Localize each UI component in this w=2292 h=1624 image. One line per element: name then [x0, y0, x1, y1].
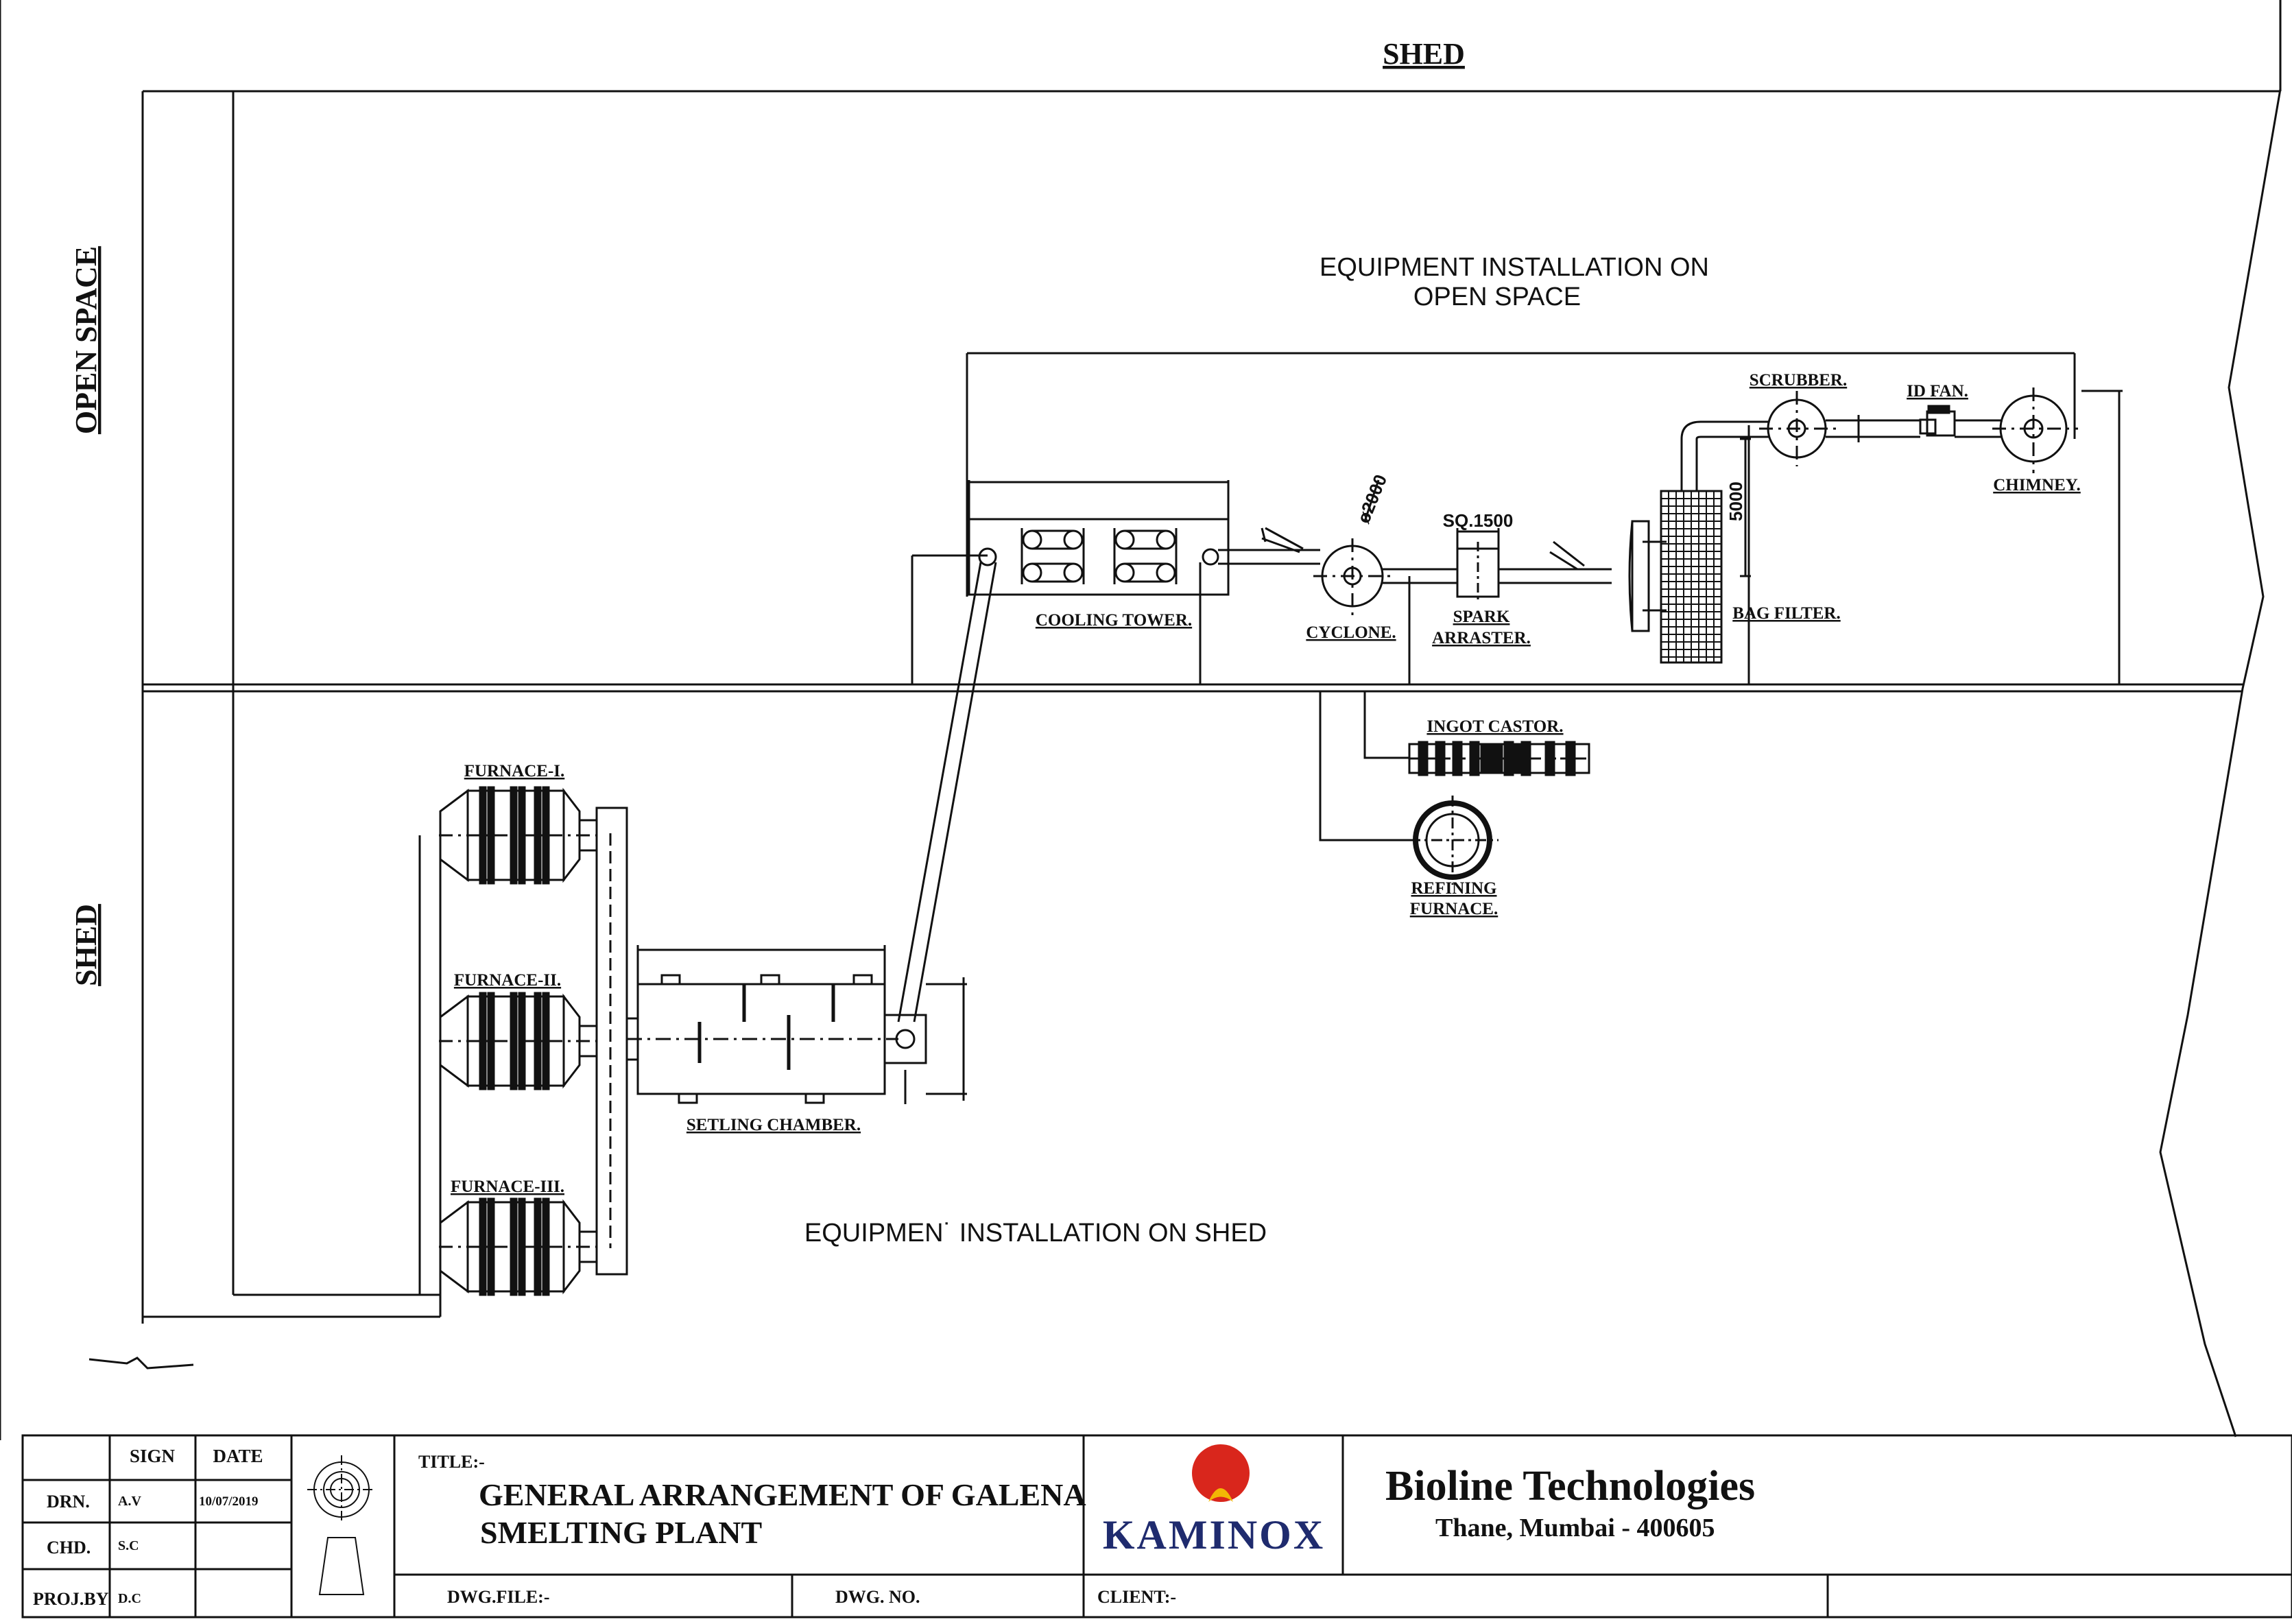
scrubber — [1759, 391, 1907, 466]
duct-cyclone-to-spark — [1383, 568, 1457, 584]
tb-client-label: CLIENT:- — [1097, 1587, 1176, 1607]
tb-title-line2: SMELTING PLANT — [480, 1515, 762, 1550]
tb-date-header: DATE — [213, 1446, 263, 1466]
chimney — [1992, 387, 2078, 473]
label-chimney: CHIMNEY. — [1993, 476, 2081, 494]
label-spark-line1: SPARK — [1453, 608, 1510, 626]
label-id-fan: ID FAN. — [1907, 382, 1968, 401]
label-refining-line1: REFINING — [1411, 879, 1496, 898]
spark-arrester — [1456, 528, 1500, 604]
id-fan — [1907, 405, 2003, 438]
duct-spark-to-bagfilter — [1499, 540, 1612, 584]
tb-drn-sign: A.V — [118, 1494, 141, 1509]
zone-label-shed-top: SHED — [1383, 37, 1465, 71]
kaminox-logo-icon: KAMINOX — [1103, 1444, 1325, 1557]
title-block: KAMINOX SIGN DATE DRN. A.V 10/07/2019 CH… — [21, 1434, 2292, 1619]
duct-tower-to-cyclone — [1202, 527, 1320, 566]
logo-text: KAMINOX — [1103, 1512, 1325, 1557]
cooling-tower — [968, 480, 1230, 596]
cyclone — [1313, 479, 1392, 617]
tb-proj-label: PROJ.BY — [33, 1589, 109, 1609]
tb-company-name: Bioline Technologies — [1385, 1463, 1755, 1509]
open-space-equipment-frame — [911, 352, 2123, 684]
label-refining-line2: FURNACE. — [1410, 900, 1498, 918]
label-settling-chamber: SETLING CHAMBER. — [687, 1116, 861, 1134]
zone-label-open-space: OPEN SPACE — [69, 246, 103, 434]
furnace-body — [439, 786, 598, 885]
tb-drn-label: DRN. — [47, 1492, 90, 1512]
duct-tower-to-settling — [897, 562, 997, 1023]
tb-title-line1: GENERAL ARRANGEMENT OF GALENA — [479, 1477, 1086, 1512]
label-furnace-3: FURNACE-III. — [451, 1178, 564, 1196]
label-spark-line2: ARRASTER. — [1432, 629, 1531, 647]
label-scrubber: SCRUBBER. — [1750, 371, 1847, 390]
projection-symbol-icon — [307, 1455, 376, 1595]
note-shed: EQUIPMEN˙ INSTALLATION ON SHED — [804, 1219, 1267, 1247]
dim-spark-arrester: SQ.1500 — [1443, 510, 1514, 531]
ingot-castor — [1319, 691, 1590, 841]
site-outline — [0, 0, 2282, 1440]
label-cooling-tower: COOLING TOWER. — [1036, 611, 1192, 630]
duct-bagfilter-to-scrubber — [1680, 420, 1769, 577]
label-furnace-1: FURNACE-I. — [464, 762, 565, 780]
refining-furnace — [1409, 796, 1499, 885]
furnace-header-manifold — [595, 807, 638, 1276]
tb-chd-label: CHD. — [47, 1538, 91, 1557]
zone-label-shed-left: SHED — [69, 904, 103, 986]
settling-chamber — [627, 945, 967, 1104]
tb-company-address: Thane, Mumbai - 400605 — [1435, 1514, 1715, 1542]
dim-bag-filter-height: 5000 — [1726, 481, 1746, 521]
bag-filter — [1628, 490, 1723, 664]
tb-proj-sign: D.C — [118, 1591, 141, 1606]
furnaces — [418, 786, 598, 1317]
label-cyclone: CYCLONE. — [1306, 623, 1396, 642]
furnace-body — [439, 992, 598, 1090]
tb-sign-header: SIGN — [130, 1446, 176, 1466]
dim-cyclone-diameter: ø2000 — [1353, 472, 1391, 527]
tb-dwg-no-label: DWG. NO. — [835, 1587, 920, 1607]
tb-drn-date: 10/07/2019 — [199, 1494, 259, 1509]
label-ingot-castor: INGOT CASTOR. — [1426, 717, 1563, 736]
label-furnace-2: FURNACE-II. — [454, 971, 561, 990]
furnace-body — [439, 1197, 598, 1296]
tb-chd-sign: S.C — [118, 1538, 139, 1553]
tb-title-label: TITLE:- — [418, 1452, 485, 1472]
tb-dwg-file-label: DWG.FILE:- — [447, 1587, 550, 1607]
label-bag-filter: BAG FILTER. — [1732, 604, 1840, 623]
note-open-space-line2: OPEN SPACE — [1413, 283, 1581, 311]
note-open-space-line1: EQUIPMENT INSTALLATION ON — [1320, 253, 1709, 282]
